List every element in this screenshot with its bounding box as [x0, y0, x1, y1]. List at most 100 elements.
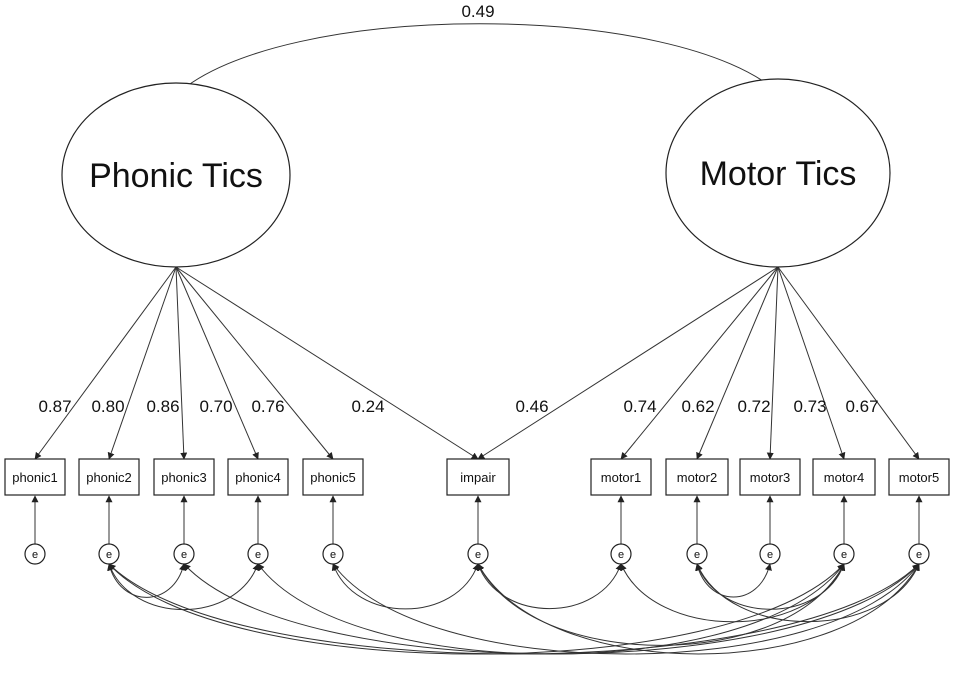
residual-covariance-impair-motor5: [477, 563, 920, 655]
error-circle-phonic1: [24, 543, 46, 565]
loading-motor-motor2: 0.62: [681, 266, 779, 460]
observed-label-phonic4: phonic4: [235, 470, 281, 485]
residual-covariance-phonic5-impair: [331, 563, 480, 610]
residual-covariance-phonic2-phonic3: [107, 563, 186, 598]
loading-label-motor-motor3: 0.72: [737, 397, 770, 416]
observed-label-impair: impair: [460, 470, 496, 485]
loading-motor-motor5: 0.67: [777, 266, 920, 460]
error-label-phonic2: e: [106, 549, 112, 561]
loading-label-motor-motor4: 0.73: [793, 397, 826, 416]
latent-ellipse-motor: [665, 78, 891, 268]
observed-box-motor1: [590, 458, 652, 496]
error-label-motor3: e: [767, 549, 773, 561]
observed-box-phonic5: [302, 458, 364, 496]
observed-variable-motor2: motor2: [665, 458, 729, 496]
residual-covariance-motor2-motor3: [695, 563, 772, 598]
observed-box-phonic4: [227, 458, 289, 496]
error-label-phonic4: e: [255, 549, 261, 561]
error-circle-phonic3: [173, 543, 195, 565]
loading-motor-motor1: 0.74: [620, 266, 779, 460]
observed-variable-phonic4: phonic4: [227, 458, 289, 496]
loading-path-phonic-phonic3: [175, 266, 188, 460]
latent-factors-layer: Phonic Tics Motor Tics: [61, 78, 891, 268]
error-term-phonic4: e: [247, 495, 269, 565]
observed-variable-phonic1: phonic1: [4, 458, 66, 496]
observed-box-phonic2: [78, 458, 140, 496]
observed-box-motor3: [739, 458, 801, 496]
loading-phonic-phonic5: 0.76: [175, 266, 334, 460]
observed-variable-phonic3: phonic3: [153, 458, 215, 496]
loading-path-phonic-phonic5: [175, 266, 334, 460]
observed-variable-motor4: motor4: [812, 458, 876, 496]
observed-label-motor2: motor2: [677, 470, 717, 485]
observed-label-phonic5: phonic5: [310, 470, 356, 485]
error-term-phonic3: e: [173, 495, 195, 565]
factor-correlation-arc: [175, 23, 782, 96]
error-circle-motor5: [908, 543, 930, 565]
error-circle-phonic5: [322, 543, 344, 565]
loading-motor-motor3: 0.72: [737, 266, 779, 460]
loading-phonic-phonic3: 0.86: [146, 266, 188, 460]
latent-factor-motor: Motor Tics: [665, 78, 891, 268]
observed-label-phonic1: phonic1: [12, 470, 58, 485]
error-term-phonic5: e: [322, 495, 344, 565]
residual-covariance-motor2-motor5: [696, 563, 920, 623]
loading-label-phonic-impair: 0.24: [351, 397, 384, 416]
error-term-phonic1: e: [24, 495, 46, 565]
loading-label-phonic-phonic2: 0.80: [91, 397, 124, 416]
error-term-motor2: e: [686, 495, 708, 565]
loading-label-phonic-phonic1: 0.87: [38, 397, 71, 416]
residual-covariance-motor2-motor4: [695, 563, 846, 610]
error-term-phonic2: e: [98, 495, 120, 565]
error-circle-phonic4: [247, 543, 269, 565]
error-circle-motor4: [833, 543, 855, 565]
residual-covariances-layer: [107, 563, 920, 655]
error-circle-impair: [467, 543, 489, 565]
error-term-motor1: e: [610, 495, 632, 565]
observed-label-motor3: motor3: [750, 470, 790, 485]
loading-label-phonic-phonic5: 0.76: [251, 397, 284, 416]
error-label-motor1: e: [618, 549, 624, 561]
error-term-impair: e: [467, 495, 489, 565]
error-circle-motor3: [759, 543, 781, 565]
loading-label-motor-motor2: 0.62: [681, 397, 714, 416]
loading-path-motor-motor1: [620, 266, 779, 460]
loading-label-motor-impair: 0.46: [515, 397, 548, 416]
observed-label-phonic3: phonic3: [161, 470, 207, 485]
loading-label-motor-motor1: 0.74: [623, 397, 656, 416]
factor-correlation-label: 0.49: [461, 2, 494, 21]
observed-variable-motor5: motor5: [888, 458, 950, 496]
residual-covariance-phonic5-motor5: [332, 563, 920, 655]
observed-box-impair: [446, 458, 510, 496]
loading-path-phonic-phonic1: [34, 266, 177, 460]
loading-path-phonic-phonic2: [107, 266, 177, 460]
observed-label-motor4: motor4: [824, 470, 864, 485]
loading-path-motor-motor5: [777, 266, 920, 460]
error-circle-phonic2: [98, 543, 120, 565]
loading-phonic-impair: 0.24: [175, 266, 479, 460]
latent-factor-phonic: Phonic Tics: [61, 82, 291, 268]
loading-label-phonic-phonic3: 0.86: [146, 397, 179, 416]
observed-variable-motor3: motor3: [739, 458, 801, 496]
error-label-motor2: e: [694, 549, 700, 561]
error-circle-motor2: [686, 543, 708, 565]
error-label-impair: e: [475, 549, 481, 561]
loading-motor-impair: 0.46: [477, 266, 779, 460]
error-term-motor3: e: [759, 495, 781, 565]
latent-ellipse-phonic: [61, 82, 291, 268]
latent-label-motor: Motor Tics: [700, 155, 857, 193]
loading-path-motor-impair: [477, 266, 779, 460]
observed-variable-phonic2: phonic2: [78, 458, 140, 496]
loading-path-phonic-phonic4: [175, 266, 259, 460]
loading-path-motor-motor4: [777, 266, 846, 460]
loading-path-phonic-impair: [175, 266, 479, 460]
observed-box-phonic1: [4, 458, 66, 496]
observed-box-motor5: [888, 458, 950, 496]
loading-motor-motor4: 0.73: [777, 266, 846, 460]
observed-label-phonic2: phonic2: [86, 470, 132, 485]
observed-variable-phonic5: phonic5: [302, 458, 364, 496]
residual-covariance-phonic2-motor4: [108, 563, 845, 655]
